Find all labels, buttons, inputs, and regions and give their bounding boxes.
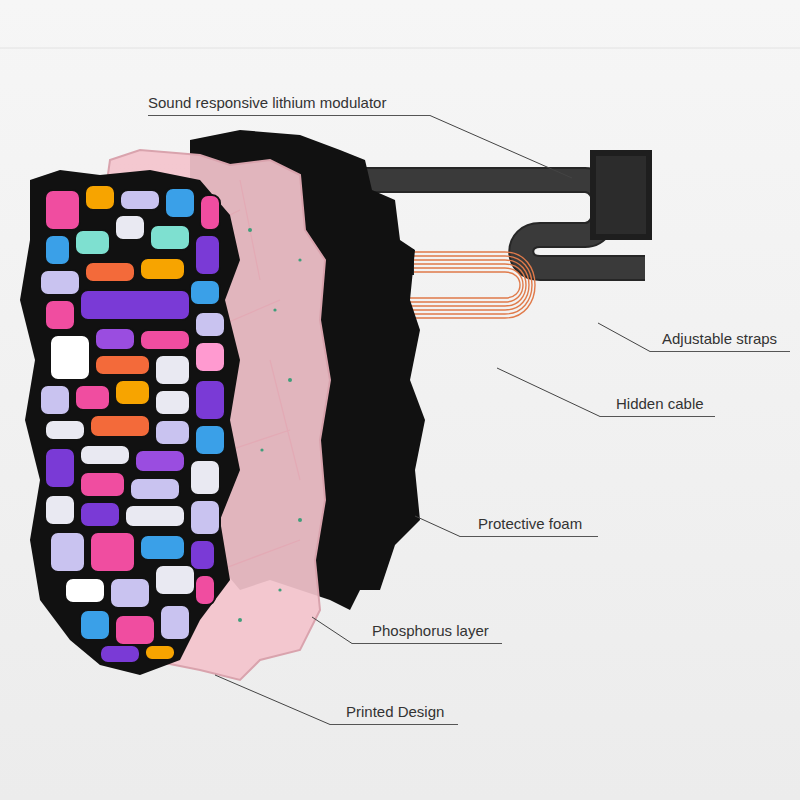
part-label: Phosphorus layer (352, 622, 502, 644)
printed-design (195, 342, 225, 372)
part-label: Hidden cable (600, 395, 715, 417)
printed-design (95, 355, 150, 375)
printed-design (195, 235, 220, 275)
hidden-cable (402, 272, 520, 298)
printed-design (45, 420, 85, 440)
printed-design (140, 330, 190, 350)
leader-line (312, 617, 352, 644)
printed-design (75, 230, 110, 255)
printed-design (195, 312, 225, 337)
printed-design (45, 300, 75, 330)
printed-design (45, 495, 75, 525)
printed-design (45, 235, 70, 265)
printed-design (125, 505, 185, 527)
printed-design (135, 450, 185, 472)
hidden-cable (402, 268, 523, 302)
printed-design (190, 460, 220, 495)
horizon-line (0, 48, 800, 49)
leader-lines (215, 116, 650, 725)
printed-design (80, 502, 120, 527)
printed-design (100, 645, 140, 663)
printed-design (190, 500, 220, 535)
phosphorus-layer (278, 588, 281, 591)
printed-design (155, 390, 190, 415)
printed-design (200, 195, 220, 230)
printed-design (50, 532, 85, 572)
printed-design (40, 385, 70, 415)
printed-design (115, 615, 155, 645)
printed-design (80, 290, 190, 320)
printed-design (85, 185, 115, 210)
printed-design (90, 532, 135, 572)
phosphorus-layer (288, 378, 292, 382)
printed-design (165, 188, 195, 218)
part-label: Protective foam (460, 515, 598, 537)
part-label: Sound responsive lithium modulator (148, 94, 430, 116)
hidden-cable (402, 256, 532, 314)
printed-design (190, 280, 220, 305)
printed-design (20, 170, 240, 675)
printed-design (45, 190, 80, 230)
phosphorus-layer (273, 308, 276, 311)
phosphorus-layer (248, 228, 252, 232)
printed-design (90, 415, 150, 437)
printed-design (95, 328, 135, 350)
printed-design (155, 355, 190, 385)
lithium-modulator (596, 156, 646, 234)
printed-design (140, 535, 185, 560)
part-label: Adjustable straps (650, 330, 790, 352)
lithium-modulator (590, 150, 652, 240)
leader-line (215, 675, 330, 725)
printed-design (75, 385, 110, 410)
hidden-cable (402, 249, 535, 318)
printed-design (40, 270, 80, 295)
leader-line (598, 323, 650, 352)
phosphorus-layer (260, 448, 263, 451)
printed-design (160, 605, 190, 640)
printed-design (190, 540, 215, 570)
printed-design (80, 472, 125, 497)
printed-design (155, 420, 190, 445)
phosphorus-layer (238, 618, 242, 622)
printed-design (65, 578, 105, 603)
printed-design (155, 565, 195, 595)
hidden-cable (402, 264, 526, 306)
printed-design (40, 185, 225, 663)
printed-design (150, 225, 190, 250)
printed-design (80, 445, 130, 465)
printed-design (195, 380, 225, 420)
leader-line (430, 116, 572, 179)
printed-design (45, 448, 75, 488)
printed-design (145, 645, 175, 660)
hidden-cable (402, 252, 535, 318)
printed-design (85, 262, 135, 282)
hidden-cable (402, 260, 529, 310)
lithium-modulator (590, 150, 652, 240)
leader-line (497, 368, 600, 417)
printed-design (195, 575, 215, 605)
printed-design (110, 578, 150, 608)
printed-design (115, 215, 145, 240)
phosphorus-layer (298, 518, 302, 522)
printed-design (140, 258, 185, 280)
printed-design (195, 425, 225, 455)
printed-design (130, 478, 180, 500)
printed-design (120, 190, 160, 210)
printed-design (20, 170, 240, 675)
printed-design (80, 610, 110, 640)
leader-line (415, 516, 460, 537)
phosphorus-layer (238, 228, 302, 622)
part-label: Printed Design (330, 703, 458, 725)
printed-design (50, 335, 90, 380)
printed-design (115, 380, 150, 405)
phosphorus-layer (298, 258, 301, 261)
